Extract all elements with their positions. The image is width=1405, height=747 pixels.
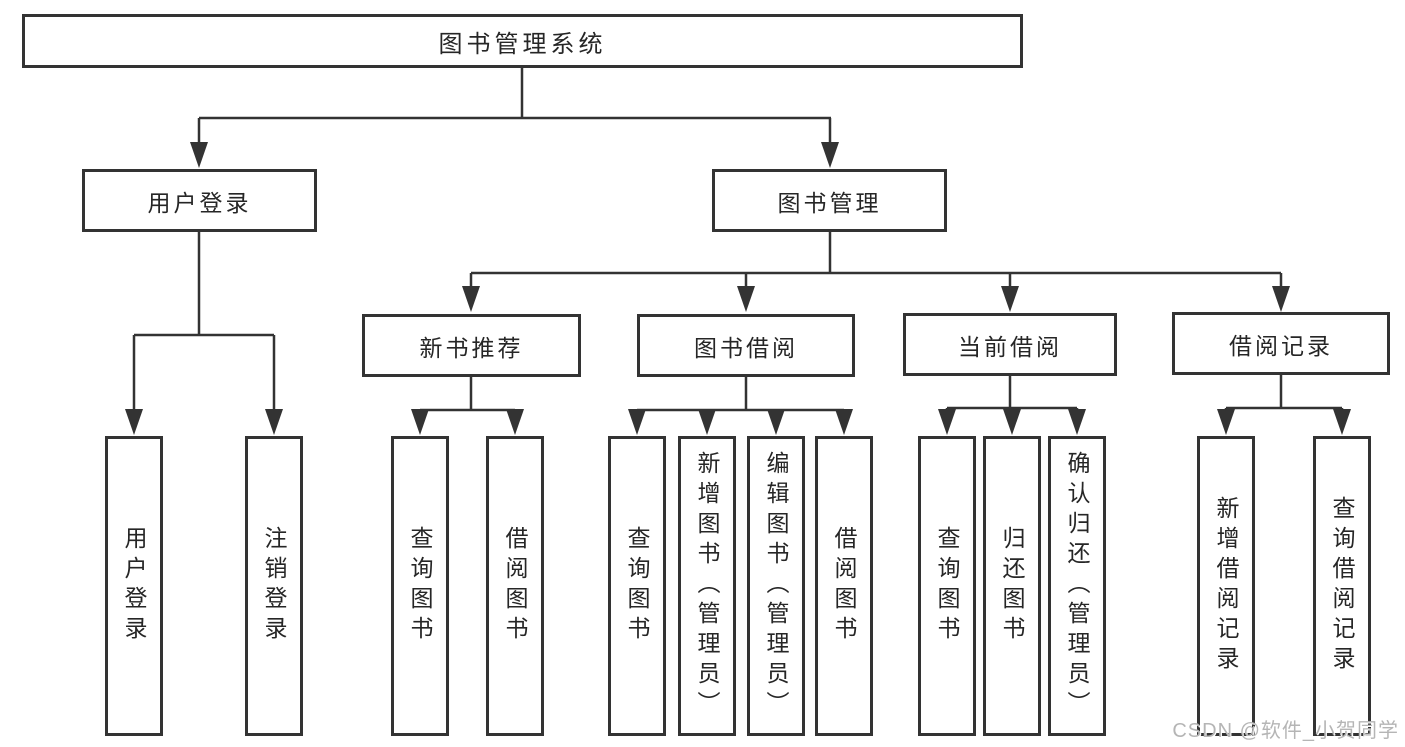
node-label: 当前借阅 xyxy=(958,333,1062,360)
leaf-records-add-borrow-record: 新增借阅记录 xyxy=(1197,436,1255,736)
leaf-current-query-book: 查询图书 xyxy=(918,436,976,736)
node-label: 借阅记录 xyxy=(1229,332,1333,359)
node-book-borrowing: 图书借阅 xyxy=(637,314,855,377)
leaf-borrowing-query-book: 查询图书 xyxy=(608,436,666,736)
node-label: 借阅图书 xyxy=(502,526,528,646)
node-label: 查询图书 xyxy=(934,526,960,646)
node-label: 查询借阅记录 xyxy=(1329,496,1355,676)
node-borrowing-records: 借阅记录 xyxy=(1172,312,1390,375)
node-label: 新增图书（管理员） xyxy=(694,451,720,721)
leaf-user-login: 用户登录 xyxy=(105,436,163,736)
csdn-watermark: CSDN @软件_小贺同学 xyxy=(1172,720,1399,742)
leaf-current-return-book: 归还图书 xyxy=(983,436,1041,736)
node-label: 新书推荐 xyxy=(419,334,524,361)
leaf-newbook-borrow-book: 借阅图书 xyxy=(486,436,544,736)
leaf-borrowing-edit-book-admin: 编辑图书（管理员） xyxy=(747,436,805,736)
leaf-current-confirm-return-admin: 确认归还（管理员） xyxy=(1048,436,1106,736)
leaf-records-query-borrow-record: 查询借阅记录 xyxy=(1313,436,1371,736)
leaf-borrowing-borrow-book: 借阅图书 xyxy=(815,436,873,736)
node-new-book-recommend: 新书推荐 xyxy=(362,314,581,377)
node-book-management: 图书管理 xyxy=(712,169,947,232)
node-label: 图书管理系统 xyxy=(438,30,607,58)
node-label: 图书管理 xyxy=(777,189,882,216)
node-label: 归还图书 xyxy=(999,526,1025,646)
node-label: 编辑图书（管理员） xyxy=(763,451,789,721)
node-label: 确认归还（管理员） xyxy=(1064,451,1090,721)
node-label: 图书借阅 xyxy=(694,334,798,361)
node-label: 新增借阅记录 xyxy=(1213,496,1239,676)
node-user-login: 用户登录 xyxy=(82,169,317,232)
node-library-management-system: 图书管理系统 xyxy=(22,14,1023,68)
node-label: 查询图书 xyxy=(624,526,650,646)
node-label: 借阅图书 xyxy=(831,526,857,646)
node-label: 注销登录 xyxy=(261,526,287,646)
leaf-borrowing-add-book-admin: 新增图书（管理员） xyxy=(678,436,736,736)
leaf-newbook-query-book: 查询图书 xyxy=(391,436,449,736)
node-label: 用户登录 xyxy=(147,189,252,216)
node-label: 用户登录 xyxy=(121,526,147,646)
leaf-logout: 注销登录 xyxy=(245,436,303,736)
node-current-borrowing: 当前借阅 xyxy=(903,313,1117,376)
node-label: 查询图书 xyxy=(407,526,433,646)
